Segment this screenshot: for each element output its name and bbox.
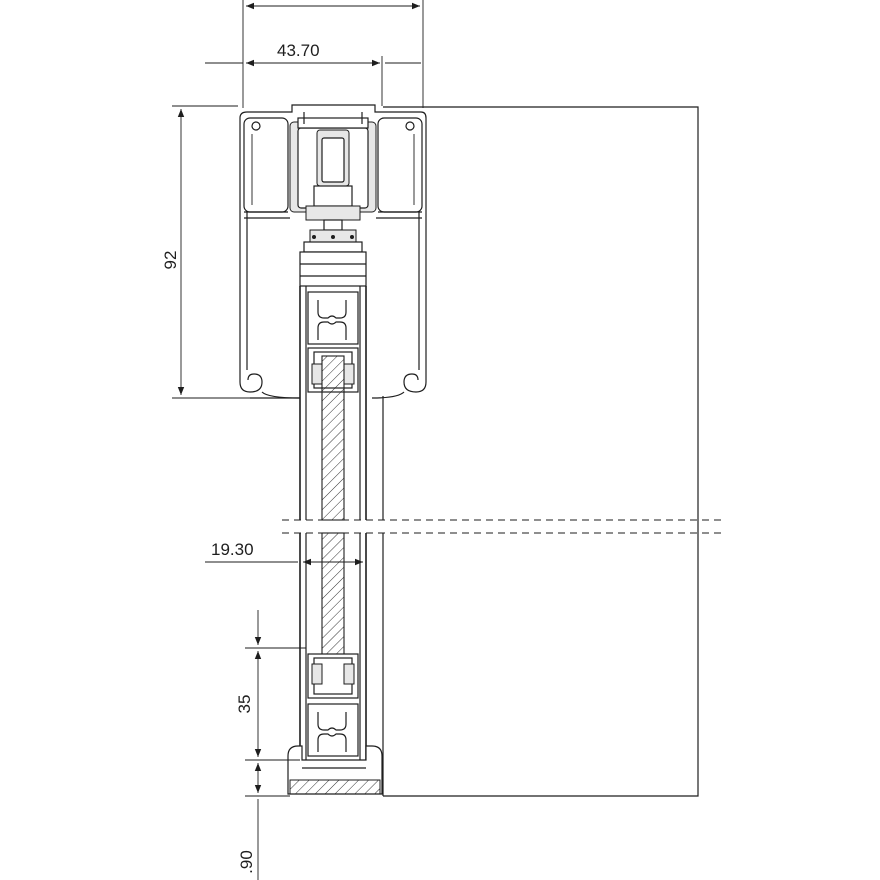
wall-outline: [382, 106, 699, 797]
bottom-guide: [287, 745, 383, 795]
trolley: [289, 112, 377, 287]
break-lines: [282, 519, 722, 534]
dimension-top: [242, 0, 424, 108]
dimension-bottom-rail: 35: [235, 610, 306, 761]
door-panel: [299, 286, 367, 760]
dimension-rail-height: 92: [161, 105, 252, 399]
dimension-bottom-gap: .90: [237, 763, 290, 880]
dimension-label-19-30: 19.30: [211, 540, 254, 559]
dimension-label-43-70: 43.70: [277, 41, 320, 60]
dimension-label-35: 35: [235, 695, 254, 714]
dimension-label-92: 92: [161, 251, 180, 270]
dimension-rail-width: 43.70: [205, 41, 421, 106]
dimension-panel-thickness: 19.30: [205, 540, 363, 566]
dimension-label-0-90: .90: [237, 850, 256, 874]
